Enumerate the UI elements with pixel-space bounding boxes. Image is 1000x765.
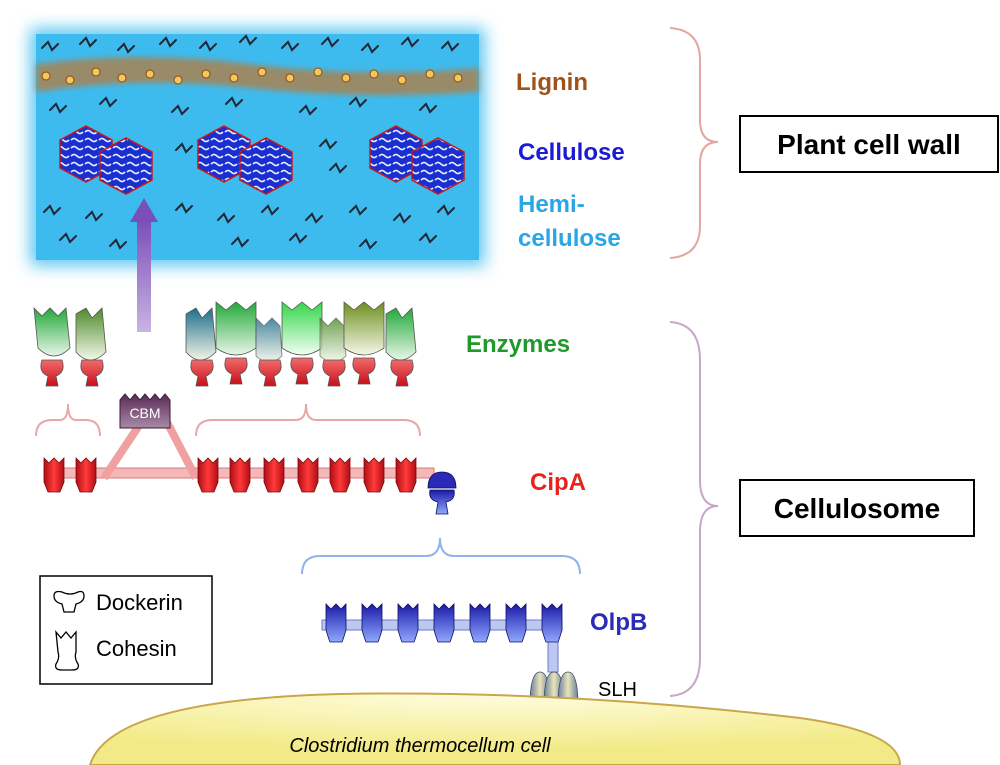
cellulosome-box (739, 479, 975, 537)
cohesin (363, 457, 385, 493)
cohesin-icon (54, 629, 80, 671)
brace-olpb (301, 537, 581, 575)
cohesin (325, 603, 347, 643)
cellulosome-brace (669, 321, 719, 697)
cellulose-label: Cellulose (518, 139, 625, 166)
cohesin (395, 457, 417, 493)
dockerin-icon (53, 590, 85, 613)
cbm-module: CBM (119, 393, 171, 429)
plant-cell-wall-title: Plant cell wall (777, 129, 961, 160)
cbm-label: CBM (129, 405, 160, 421)
enzyme (215, 301, 257, 385)
brace-left (35, 403, 101, 437)
legend-dockerin-label: Dockerin (96, 590, 183, 615)
enzyme (33, 306, 71, 387)
up-arrow-icon (130, 198, 158, 332)
enzyme (319, 317, 347, 387)
cohesin (197, 457, 219, 493)
cohesin (329, 457, 351, 493)
plant-cell-wall-brace (669, 27, 719, 259)
enzymes-label: Enzymes (466, 331, 570, 358)
cohesin (229, 457, 251, 493)
plant-cell-wall-illustration (30, 28, 485, 266)
enzyme (255, 317, 283, 387)
cipa-dockerin (427, 471, 457, 515)
cohesin (541, 603, 563, 643)
cohesin (361, 603, 383, 643)
cohesin (297, 457, 319, 493)
cohesin (397, 603, 419, 643)
enzyme (281, 301, 323, 385)
olpb-label: OlpB (590, 609, 647, 636)
cipa-label: CipA (530, 469, 586, 496)
lignin-label: Lignin (516, 69, 588, 96)
cell-label: Clostridium thermocellum cell (289, 735, 551, 757)
cipa-scaffold: CBM (43, 393, 457, 515)
legend-cohesin-label: Cohesin (96, 636, 177, 661)
enzyme (185, 307, 217, 387)
cellulosome-title: Cellulosome (774, 493, 940, 524)
plant-cell-wall-box (739, 115, 999, 173)
cohesin (505, 603, 527, 643)
cohesin (43, 457, 65, 493)
enzyme (385, 307, 417, 387)
hemicellulose-label-line2: cellulose (518, 225, 621, 252)
enzyme (75, 307, 107, 387)
legend: Dockerin Cohesin (39, 575, 213, 685)
enzymes-group (33, 301, 417, 387)
cohesin (75, 457, 97, 493)
hemicellulose-label-line1: Hemi- (518, 191, 585, 218)
cohesin (469, 603, 491, 643)
slh-label: SLH (598, 679, 637, 701)
cohesin (433, 603, 455, 643)
brace-right (195, 403, 421, 437)
clostridium-cell: Clostridium thermocellum cell (88, 692, 902, 765)
enzyme (343, 301, 385, 385)
cohesin (263, 457, 285, 493)
